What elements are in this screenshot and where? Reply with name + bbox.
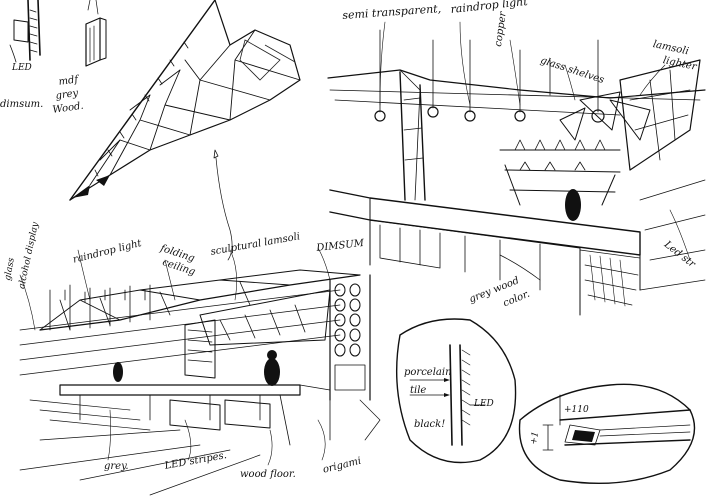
label-tile: tile — [410, 385, 427, 396]
bar-counter-perspective — [327, 29, 706, 316]
label-wood-floor: wood floor. — [240, 469, 296, 480]
label-leaders — [379, 21, 691, 261]
origami-ceiling-study — [69, 0, 301, 261]
label-dim-top: +110 — [564, 405, 589, 415]
counter-detail-bubble — [518, 383, 696, 485]
label-led-detail: LED — [474, 399, 494, 409]
wall-light-detail — [9, 0, 41, 63]
label-porcelain: porcelain — [404, 367, 452, 378]
mdf-panel-detail — [85, 0, 107, 67]
label-dimsum: dimsum. — [0, 99, 44, 110]
dining-interior-perspective — [19, 247, 381, 496]
wall-detail-bubble — [395, 318, 517, 464]
label-led: LED — [12, 63, 32, 73]
label-black: black! — [414, 419, 446, 430]
label-grey: grey. — [104, 461, 129, 472]
